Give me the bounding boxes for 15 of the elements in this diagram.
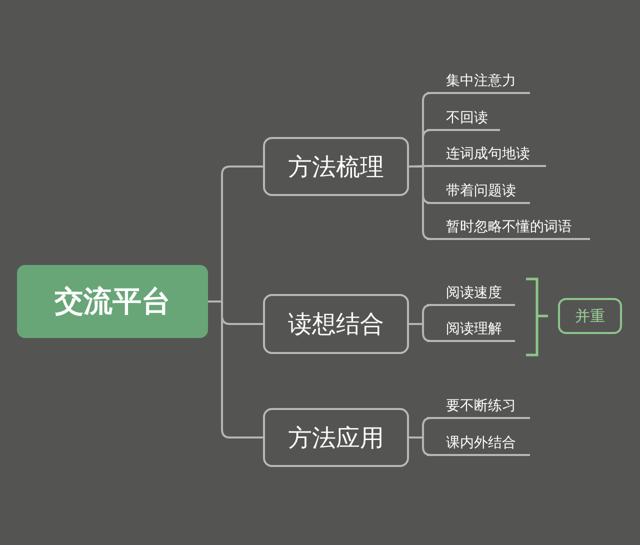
leaf-topic: 集中注意力: [427, 71, 530, 94]
leaf-topic: 暂时忽略不懂的词语: [427, 217, 590, 240]
root-topic-box: 交流平台: [17, 265, 208, 338]
note-box: 并重: [558, 298, 622, 334]
leaf-topic: 课内外结合: [427, 433, 530, 456]
leaf-topic: 不回读: [427, 108, 500, 131]
branch-topic-box: 方法应用: [263, 408, 409, 467]
leaf-topic: 带着问题读: [427, 181, 530, 204]
leaf-topic: 阅读理解: [427, 319, 515, 342]
connector-line: [208, 300, 263, 438]
leaf-topic: 连词成句地读: [427, 144, 546, 167]
leaf-topic: 阅读速度: [427, 283, 515, 306]
branch-topic-box: 读想结合: [263, 294, 409, 354]
branch-topic-box: 方法梳理: [263, 137, 409, 196]
leaf-topic: 要不断练习: [427, 396, 530, 419]
